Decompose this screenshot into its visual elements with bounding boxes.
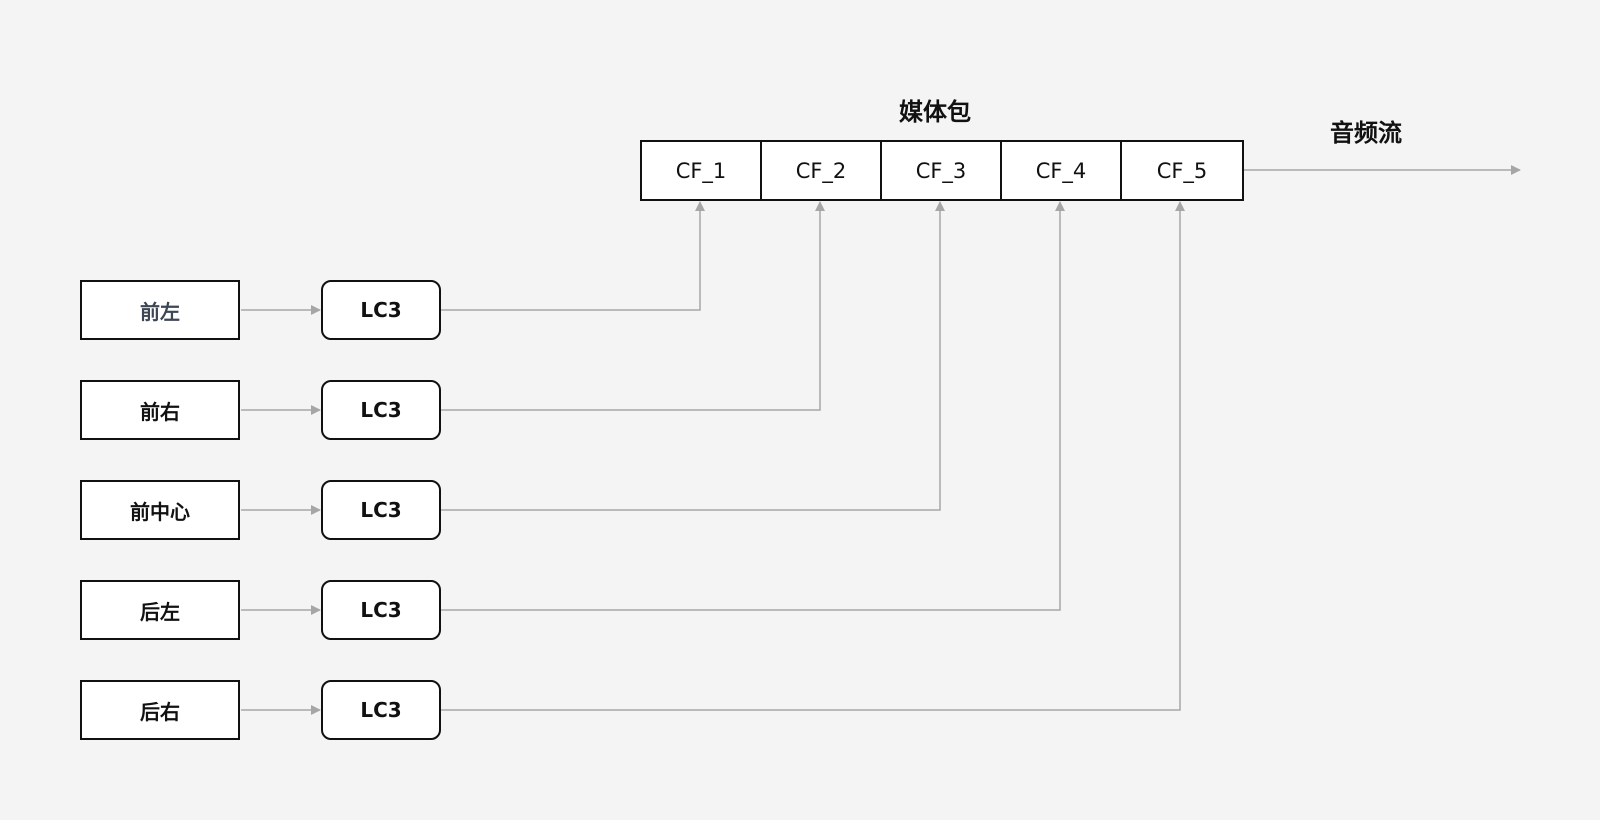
- codec-frame-cell: CF_2: [762, 142, 882, 199]
- channel-rear-left: 后左: [80, 580, 240, 640]
- lc3-encoder-5: LC3: [321, 680, 441, 740]
- lc3-encoder-3: LC3: [321, 480, 441, 540]
- lc3-encoder-4: LC3: [321, 580, 441, 640]
- codec-frame-cell: CF_5: [1156, 158, 1208, 183]
- codec-frame-cell: CF_1: [642, 142, 762, 199]
- codec-to-frame-arrow-1: [441, 201, 705, 311]
- lc3-encoder-1: LC3: [321, 280, 441, 340]
- codec-to-frame-arrow-4: [441, 201, 1065, 611]
- channel-front-left: 前左: [80, 280, 240, 340]
- audio-stream-label: 音频流: [1330, 119, 1402, 147]
- codec-frame-cell: CF_3: [882, 142, 1002, 199]
- channel-front-right: 前右: [80, 380, 240, 440]
- codec-to-frame-arrow-3: [441, 201, 945, 511]
- codec-frame-cell: CF_4: [1002, 142, 1122, 199]
- channel-front-center: 前中心: [80, 480, 240, 540]
- media-packet-title: 媒体包: [899, 98, 971, 126]
- codec-to-frame-arrow-5: [441, 201, 1185, 711]
- codec-to-frame-arrow-2: [441, 201, 825, 411]
- media-packet: CF_1 CF_2 CF_3 CF_4 CF_5: [640, 140, 1244, 201]
- lc3-encoder-2: LC3: [321, 380, 441, 440]
- channel-rear-right: 后右: [80, 680, 240, 740]
